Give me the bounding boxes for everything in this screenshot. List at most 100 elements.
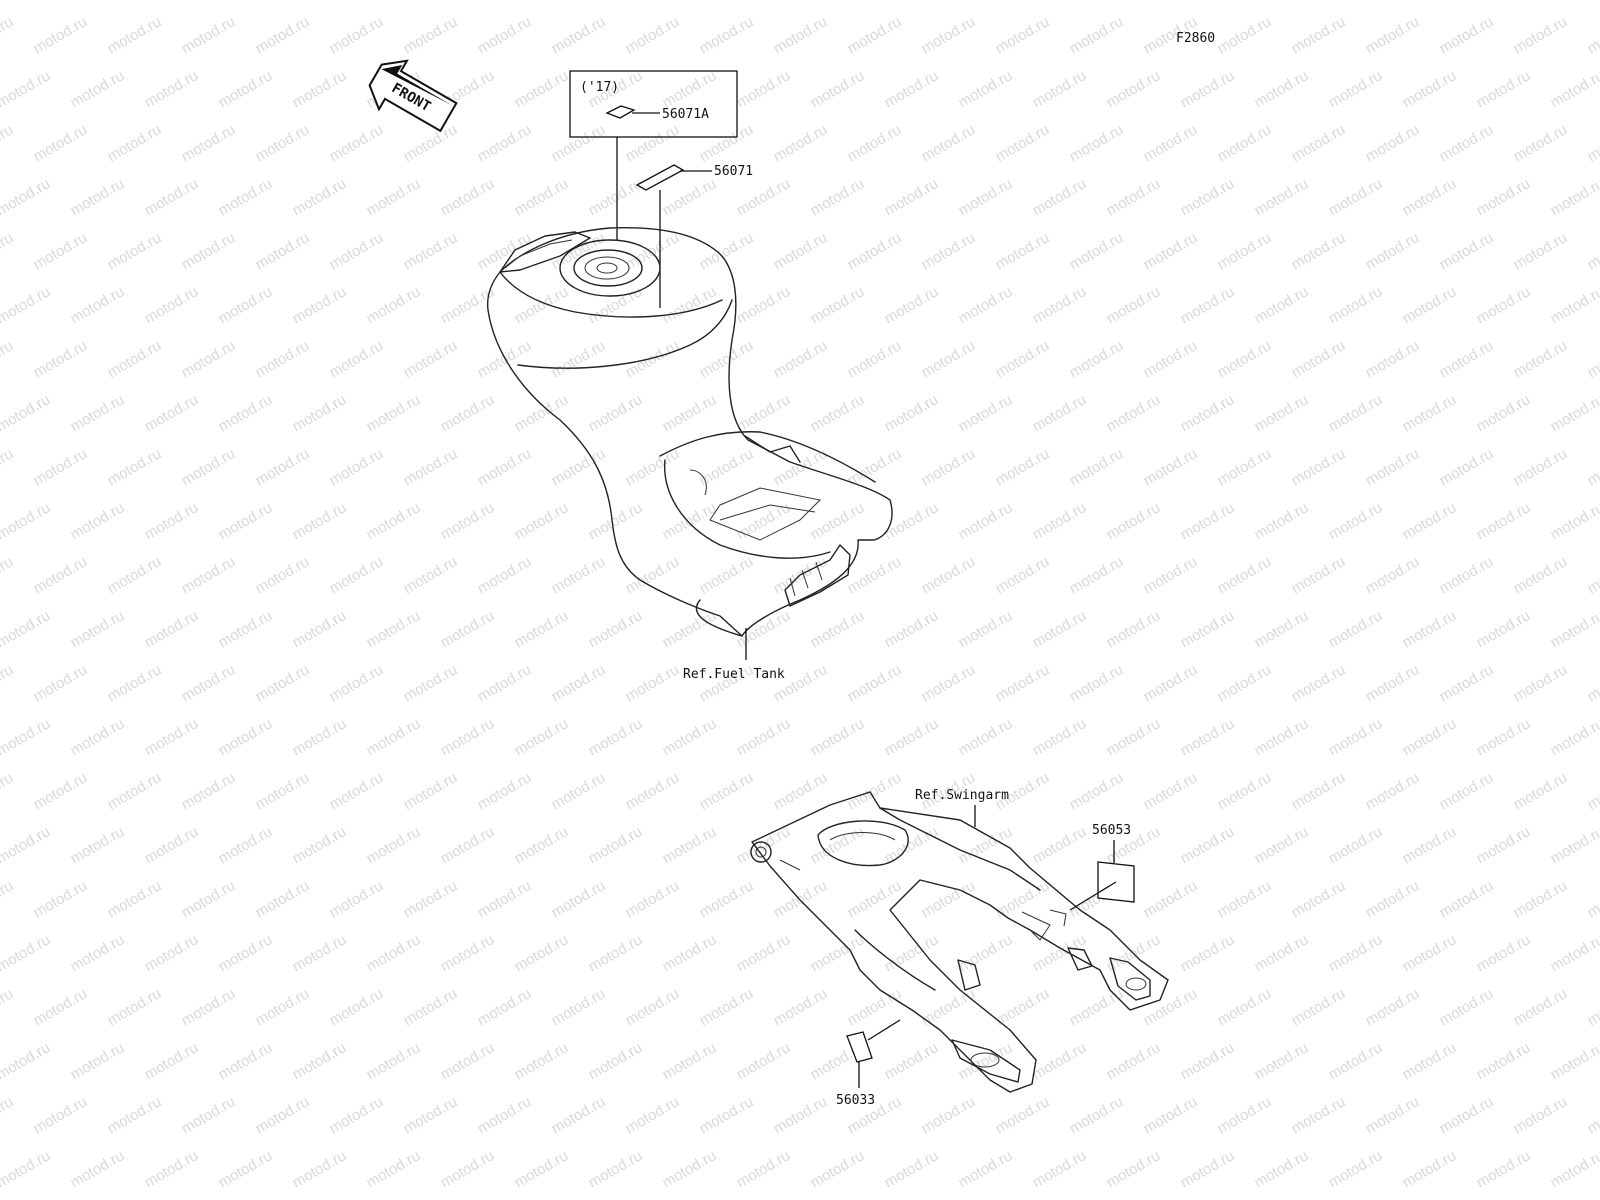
watermark-text: motod.ru <box>290 499 350 543</box>
watermark-text: motod.ru <box>586 283 646 327</box>
watermark-text: motod.ru <box>1252 175 1312 219</box>
watermark-text: motod.ru <box>697 337 757 381</box>
watermark-text: motod.ru <box>475 553 535 597</box>
watermark-text: motod.ru <box>1141 661 1201 705</box>
watermark-text: motod.ru <box>31 877 91 921</box>
watermark-text: motod.ru <box>1474 499 1534 543</box>
watermark-text: motod.ru <box>734 931 794 975</box>
watermark-text: motod.ru <box>1400 715 1460 759</box>
watermark-text: motod.ru <box>1363 553 1423 597</box>
watermark-text: motod.ru <box>253 985 313 1029</box>
watermark-text: motod.ru <box>956 391 1016 435</box>
watermark-text: motod.ru <box>1141 121 1201 165</box>
watermark-text: motod.ru <box>1104 1147 1164 1191</box>
watermark-text: motod.ru <box>179 985 239 1029</box>
watermark-text: motod.ru <box>1289 13 1349 57</box>
watermark-text: motod.ru <box>364 283 424 327</box>
watermark-text: motod.ru <box>1437 229 1497 273</box>
watermark-text: motod.ru <box>401 445 461 489</box>
watermark-text: motod.ru <box>216 67 276 111</box>
watermark-text: motod.ru <box>1585 985 1600 1029</box>
watermark-text: motod.ru <box>0 391 53 435</box>
watermark-text: motod.ru <box>0 715 53 759</box>
watermark-text: motod.ru <box>1178 715 1238 759</box>
watermark-text: motod.ru <box>0 499 53 543</box>
watermark-text: motod.ru <box>253 1093 313 1137</box>
watermark-text: motod.ru <box>290 607 350 651</box>
watermark-text: motod.ru <box>216 283 276 327</box>
watermark-text: motod.ru <box>1363 229 1423 273</box>
watermark-text: motod.ru <box>1585 1093 1600 1137</box>
watermark-text: motod.ru <box>105 769 165 813</box>
callout-56033: 56033 <box>836 1093 875 1108</box>
watermark-text: motod.ru <box>1215 337 1275 381</box>
watermark-text: motod.ru <box>0 337 16 381</box>
watermark-text: motod.ru <box>142 499 202 543</box>
watermark-text: motod.ru <box>1585 553 1600 597</box>
watermark-text: motod.ru <box>1548 391 1600 435</box>
watermark-text: motod.ru <box>1178 931 1238 975</box>
watermark-text: motod.ru <box>364 175 424 219</box>
watermark-text: motod.ru <box>1289 229 1349 273</box>
watermark-text: motod.ru <box>401 1093 461 1137</box>
watermark-text: motod.ru <box>0 67 53 111</box>
watermark-text: motod.ru <box>882 715 942 759</box>
watermark-text: motod.ru <box>697 985 757 1029</box>
figure-code: F2860 <box>1176 31 1215 46</box>
watermark-text: motod.ru <box>845 13 905 57</box>
watermark-text: motod.ru <box>1437 13 1497 57</box>
watermark-text: motod.ru <box>1141 1093 1201 1137</box>
watermark-text: motod.ru <box>364 499 424 543</box>
watermark-text: motod.ru <box>1067 553 1127 597</box>
watermark-text: motod.ru <box>1474 391 1534 435</box>
watermark-text: motod.ru <box>1437 1093 1497 1137</box>
watermark-text: motod.ru <box>882 1039 942 1083</box>
watermark-text: motod.ru <box>401 13 461 57</box>
watermark-text: motod.ru <box>549 13 609 57</box>
watermark-text: motod.ru <box>993 661 1053 705</box>
watermark-text: motod.ru <box>1289 661 1349 705</box>
watermark-text: motod.ru <box>882 391 942 435</box>
watermark-text: motod.ru <box>216 391 276 435</box>
watermark-text: motod.ru <box>623 553 683 597</box>
watermark-text: motod.ru <box>512 823 572 867</box>
watermark-text: motod.ru <box>1363 985 1423 1029</box>
watermark-text: motod.ru <box>1252 1147 1312 1191</box>
watermark-text: motod.ru <box>105 121 165 165</box>
watermark-text: motod.ru <box>660 715 720 759</box>
watermark-text: motod.ru <box>1326 715 1386 759</box>
watermark-text: motod.ru <box>216 931 276 975</box>
watermark-text: motod.ru <box>1474 1147 1534 1191</box>
watermark-text: motod.ru <box>68 283 128 327</box>
watermark-text: motod.ru <box>919 661 979 705</box>
watermark-text: motod.ru <box>438 715 498 759</box>
watermark-text: motod.ru <box>68 499 128 543</box>
watermark-text: motod.ru <box>623 121 683 165</box>
watermark-text: motod.ru <box>216 1039 276 1083</box>
watermark-text: motod.ru <box>1178 67 1238 111</box>
watermark-text: motod.ru <box>956 1147 1016 1191</box>
watermark-text: motod.ru <box>1067 1093 1127 1137</box>
watermark-text: motod.ru <box>1400 391 1460 435</box>
watermark-text: motod.ru <box>1215 1093 1275 1137</box>
watermark-text: motod.ru <box>549 337 609 381</box>
watermark-text: motod.ru <box>68 175 128 219</box>
watermark-text: motod.ru <box>1104 0 1164 3</box>
watermark-text: motod.ru <box>845 337 905 381</box>
watermark-text: motod.ru <box>1067 985 1127 1029</box>
watermark-text: motod.ru <box>0 1039 53 1083</box>
watermark-text: motod.ru <box>105 13 165 57</box>
watermark-text: motod.ru <box>1400 175 1460 219</box>
watermark-text: motod.ru <box>1363 661 1423 705</box>
watermark-text: motod.ru <box>993 1093 1053 1137</box>
watermark-text: motod.ru <box>549 553 609 597</box>
watermark-text: motod.ru <box>1215 661 1275 705</box>
watermark-text: motod.ru <box>327 985 387 1029</box>
watermark-text: motod.ru <box>1363 769 1423 813</box>
watermark-text: motod.ru <box>771 229 831 273</box>
watermark-text: motod.ru <box>1178 499 1238 543</box>
watermark-text: motod.ru <box>0 229 16 273</box>
watermark-text: motod.ru <box>253 445 313 489</box>
watermark-text: motod.ru <box>993 445 1053 489</box>
